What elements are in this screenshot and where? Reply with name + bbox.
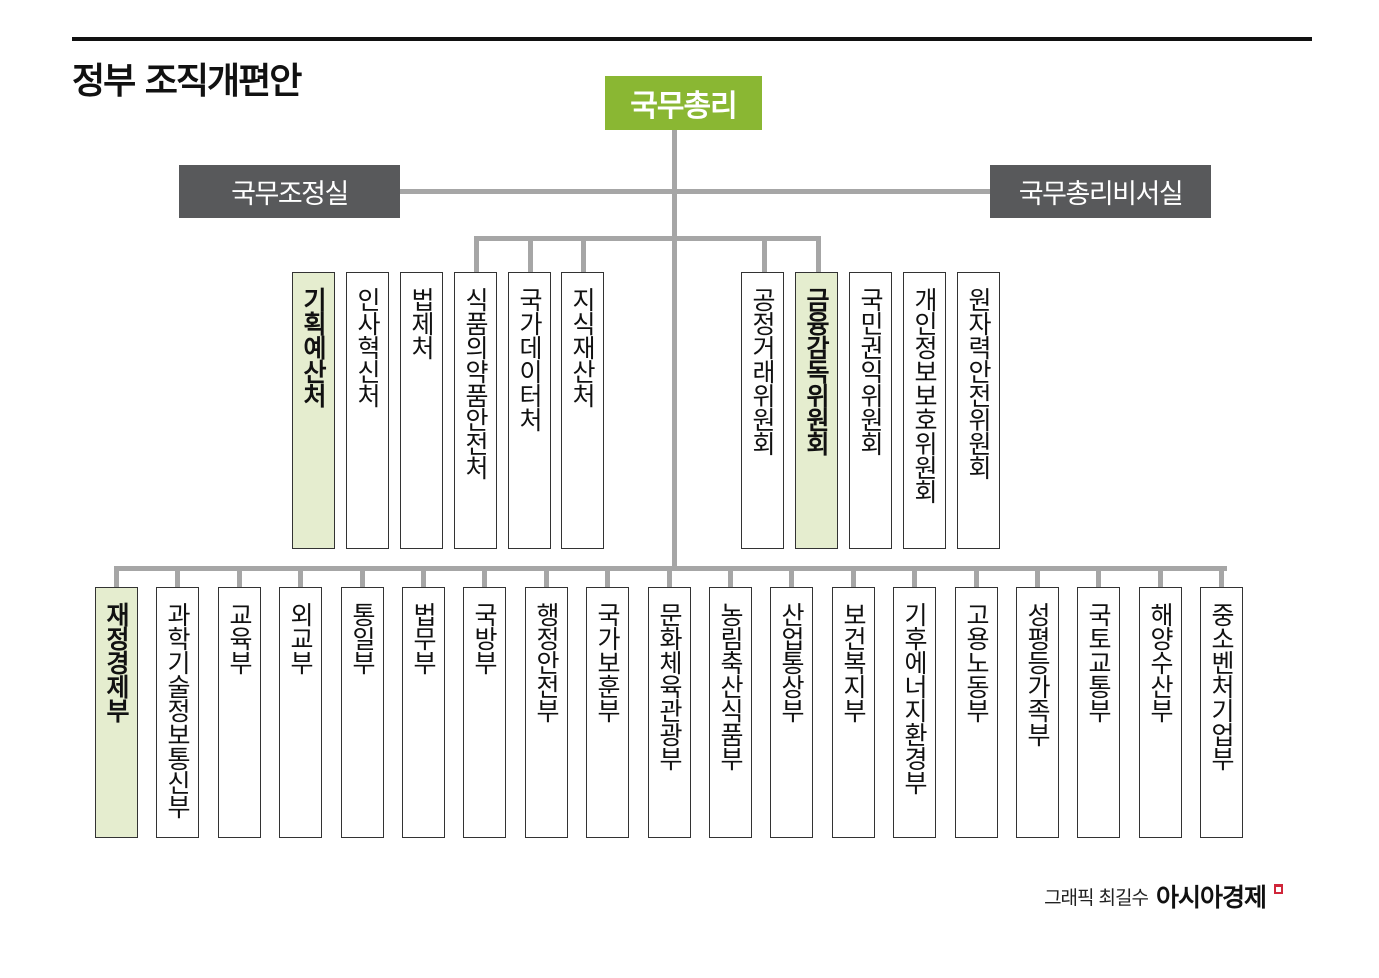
ministry-label: 고용노동부	[962, 602, 991, 722]
connector-drop	[474, 236, 479, 273]
agency-box[interactable]: 지식재산처	[561, 272, 604, 549]
agency-label: 법제처	[407, 287, 436, 359]
connector-drop	[482, 566, 487, 588]
ministry-box[interactable]: 법무부	[402, 587, 445, 838]
connector-trunk	[672, 130, 677, 570]
ministry-label: 국방부	[470, 602, 499, 674]
ministry-box[interactable]: 해양수산부	[1139, 587, 1182, 838]
ministry-box[interactable]: 문화체육관광부	[648, 587, 691, 838]
connector-drop	[421, 566, 426, 588]
agency-box[interactable]: 법제처	[400, 272, 443, 549]
office-for-government-policy-coordination[interactable]: 국무조정실	[179, 165, 400, 218]
ministry-box[interactable]: 기후에너지환경부	[893, 587, 936, 838]
ministry-box[interactable]: 중소벤처기업부	[1200, 587, 1243, 838]
agency-label: 지식재산처	[568, 287, 597, 407]
ministry-label: 통일부	[348, 602, 377, 674]
ministry-label: 농림축산식품부	[716, 602, 745, 770]
ministry-label: 국토교통부	[1084, 602, 1113, 722]
credit: 그래픽 최길수 아시아경제	[1044, 878, 1283, 914]
connector-drop	[175, 566, 180, 588]
connector-drop	[762, 236, 767, 273]
agency-label: 식품의약품안전처	[461, 287, 490, 479]
committee-box[interactable]: 개인정보보호위원회	[903, 272, 946, 549]
committee-label: 공정거래위원회	[748, 287, 777, 455]
agency-box[interactable]: 인사혁신처	[346, 272, 389, 549]
ministry-box[interactable]: 교육부	[218, 587, 261, 838]
ministry-box[interactable]: 통일부	[341, 587, 384, 838]
page-title: 정부 조직개편안	[72, 61, 302, 102]
ministry-box[interactable]: 성평등가족부	[1016, 587, 1059, 838]
connector-drop	[298, 566, 303, 588]
prime-minister-secretariat[interactable]: 국무총리비서실	[990, 165, 1211, 218]
graphic-credit: 그래픽 최길수	[1044, 886, 1149, 909]
ministry-label: 성평등가족부	[1023, 602, 1052, 746]
committee-box[interactable]: 공정거래위원회	[741, 272, 784, 549]
connector-drop	[974, 566, 979, 588]
brand-logo-text: 아시아경제	[1155, 883, 1267, 912]
ministry-box[interactable]: 과학기술정보통신부	[156, 587, 199, 838]
committee-box[interactable]: 원자력안전위원회	[957, 272, 1000, 549]
ministry-label: 교육부	[225, 602, 254, 674]
ministry-box[interactable]: 고용노동부	[955, 587, 998, 838]
ministry-label: 재정경제부	[102, 602, 131, 722]
connector-drop	[667, 566, 672, 588]
ministry-label: 과학기술정보통신부	[163, 602, 192, 818]
ministry-label: 법무부	[409, 602, 438, 674]
ministry-label: 보건복지부	[839, 602, 868, 722]
connector-drop	[237, 566, 242, 588]
committee-label: 금융감독위원회	[802, 287, 831, 455]
ministry-box[interactable]: 행정안전부	[525, 587, 568, 838]
connector-drop	[851, 566, 856, 588]
ministry-box[interactable]: 재정경제부	[95, 587, 138, 838]
committee-label: 개인정보보호위원회	[910, 287, 939, 503]
ministry-box[interactable]: 산업통상부	[770, 587, 813, 838]
ministry-label: 국가보훈부	[593, 602, 622, 722]
connector-drop	[1158, 566, 1163, 588]
ministry-label: 외교부	[286, 602, 315, 674]
connector-drop	[1219, 566, 1224, 588]
ministry-label: 문화체육관광부	[655, 602, 684, 770]
connector-drop	[1035, 566, 1040, 588]
agency-label: 국가데이터처	[515, 287, 544, 431]
agency-label: 기획예산처	[299, 287, 328, 407]
ministry-label: 해양수산부	[1146, 602, 1175, 722]
ministry-label: 산업통상부	[777, 602, 806, 722]
ministry-box[interactable]: 농림축산식품부	[709, 587, 752, 838]
ministry-box[interactable]: 국토교통부	[1077, 587, 1120, 838]
connector-drop	[528, 236, 533, 273]
ministry-box[interactable]: 외교부	[279, 587, 322, 838]
connector-drop	[789, 566, 794, 588]
agency-box[interactable]: 식품의약품안전처	[454, 272, 497, 549]
connector-drop	[114, 566, 119, 588]
prime-minister-box[interactable]: 국무총리	[605, 76, 762, 130]
connector-offices	[400, 189, 990, 194]
brand-mark-icon	[1274, 884, 1283, 894]
ministry-label: 기후에너지환경부	[900, 602, 929, 794]
connector-drop	[360, 566, 365, 588]
connector-drop	[605, 566, 610, 588]
committee-label: 국민권익위원회	[856, 287, 885, 455]
committee-box[interactable]: 국민권익위원회	[849, 272, 892, 549]
agency-box[interactable]: 기획예산처	[292, 272, 335, 549]
connector-drop	[1096, 566, 1101, 588]
agency-box[interactable]: 국가데이터처	[508, 272, 551, 549]
connector-drop	[816, 236, 821, 273]
connector-drop	[544, 566, 549, 588]
top-rule	[72, 37, 1312, 41]
connector-agency-bar	[474, 236, 821, 241]
committee-label: 원자력안전위원회	[964, 287, 993, 479]
agency-label: 인사혁신처	[353, 287, 382, 407]
connector-drop	[728, 566, 733, 588]
ministry-label: 행정안전부	[532, 602, 561, 722]
connector-drop	[581, 236, 586, 273]
ministry-box[interactable]: 국방부	[463, 587, 506, 838]
ministry-label: 중소벤처기업부	[1207, 602, 1236, 770]
ministry-box[interactable]: 국가보훈부	[586, 587, 629, 838]
committee-box[interactable]: 금융감독위원회	[795, 272, 838, 549]
ministry-box[interactable]: 보건복지부	[832, 587, 875, 838]
connector-drop	[912, 566, 917, 588]
